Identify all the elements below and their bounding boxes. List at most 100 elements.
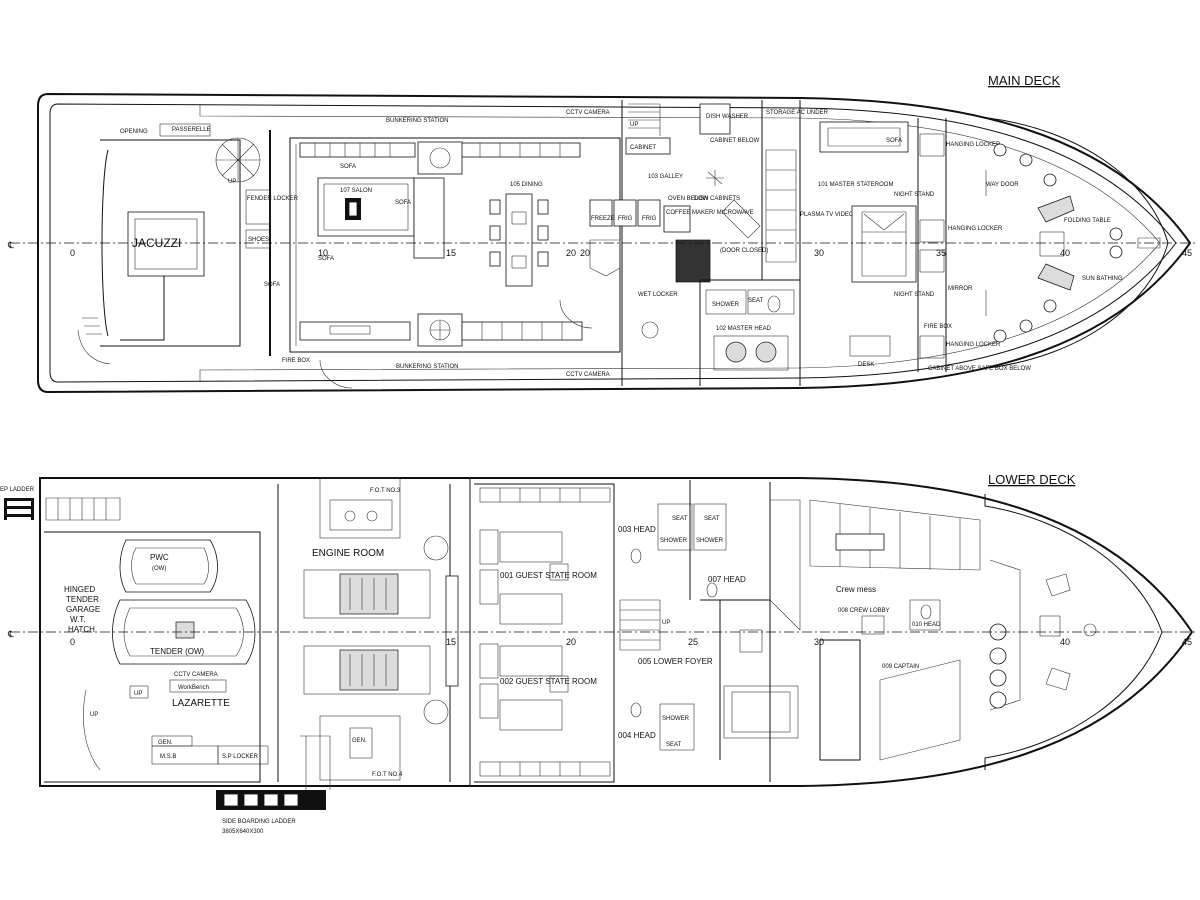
svg-text:HATCH: HATCH <box>68 625 95 634</box>
svg-text:20: 20 <box>566 248 576 258</box>
svg-text:SOFA: SOFA <box>395 200 411 206</box>
svg-text:CABINET BELOW: CABINET BELOW <box>710 138 760 144</box>
svg-text:FENDER LOCKER: FENDER LOCKER <box>247 196 299 202</box>
svg-text:CABINET ABOVE SAFE BOX BELOW: CABINET ABOVE SAFE BOX BELOW <box>928 366 1031 372</box>
svg-text:GEN.: GEN. <box>158 740 173 746</box>
svg-text:UP: UP <box>90 712 98 718</box>
svg-text:DISH WASHER: DISH WASHER <box>706 114 749 120</box>
svg-text:SOFA: SOFA <box>318 256 334 262</box>
svg-text:40: 40 <box>1060 248 1070 258</box>
svg-text:EP LADDER: EP LADDER <box>0 487 35 493</box>
lower-deck-title: LOWER DECK <box>988 472 1076 487</box>
svg-text:107 SALON: 107 SALON <box>340 188 372 194</box>
lower-deck: LOWER DECK EP LADDER PWC (OW) HINGED TEN… <box>0 472 1196 835</box>
svg-text:PASSERELLE: PASSERELLE <box>172 127 211 133</box>
svg-text:COFFEE MAKER/ MICROWAVE: COFFEE MAKER/ MICROWAVE <box>666 210 754 216</box>
svg-text:25: 25 <box>688 637 698 647</box>
svg-text:F.O.T NO.4: F.O.T NO.4 <box>372 772 403 778</box>
svg-text:WorkBench: WorkBench <box>178 685 209 691</box>
svg-text:007 HEAD: 007 HEAD <box>708 575 746 584</box>
svg-text:SHOWER: SHOWER <box>696 538 724 544</box>
svg-text:WAY DOOR: WAY DOOR <box>986 182 1019 188</box>
svg-text:0: 0 <box>70 637 75 647</box>
svg-text:DISH CABINETS: DISH CABINETS <box>694 196 740 202</box>
svg-text:SHOWER: SHOWER <box>662 716 690 722</box>
svg-text:CCTV CAMERA: CCTV CAMERA <box>566 372 610 378</box>
svg-text:35: 35 <box>936 248 946 258</box>
svg-text:FOLDING TABLE: FOLDING TABLE <box>1064 218 1111 224</box>
svg-text:UP: UP <box>662 620 670 626</box>
svg-text:UP: UP <box>134 691 142 697</box>
svg-text:SEAT: SEAT <box>748 298 764 304</box>
svg-text:102 MASTER HEAD: 102 MASTER HEAD <box>716 326 772 332</box>
svg-text:001 GUEST STATE ROOM: 001 GUEST STATE ROOM <box>500 571 597 580</box>
main-hull-outline <box>37 92 1192 394</box>
svg-text:FIRE BOX: FIRE BOX <box>924 324 952 330</box>
svg-text:SOFA: SOFA <box>264 282 280 288</box>
svg-text:F.O.T NO.3: F.O.T NO.3 <box>370 488 401 494</box>
svg-text:SOFA: SOFA <box>886 138 902 144</box>
svg-text:3805X640X300: 3805X640X300 <box>222 829 264 835</box>
svg-text:CCTV CAMERA: CCTV CAMERA <box>566 110 610 116</box>
main-hull-inner <box>49 103 1177 383</box>
svg-text:℄: ℄ <box>7 629 14 639</box>
svg-text:℄: ℄ <box>7 240 14 250</box>
svg-text:HINGED: HINGED <box>64 585 95 594</box>
svg-text:009 CAPTAIN: 009 CAPTAIN <box>882 664 919 670</box>
svg-text:105 DINING: 105 DINING <box>510 182 543 188</box>
svg-text:SUN BATHING: SUN BATHING <box>1082 276 1123 282</box>
main-deck: MAIN DECK JACUZZI OPENING PASSERELLE UP … <box>7 73 1196 394</box>
svg-text:TENDER: TENDER <box>66 595 99 604</box>
svg-text:(OW): (OW) <box>152 566 166 572</box>
svg-text:NIGHT STAND: NIGHT STAND <box>894 192 935 198</box>
svg-text:HANGING LOCKER: HANGING LOCKER <box>948 226 1003 232</box>
svg-text:NIGHT STAND: NIGHT STAND <box>894 292 935 298</box>
svg-text:20: 20 <box>566 637 576 647</box>
svg-text:30: 30 <box>814 637 824 647</box>
svg-text:Crew mess: Crew mess <box>836 585 876 594</box>
svg-text:HANGING LOCKER: HANGING LOCKER <box>946 142 1001 148</box>
svg-text:OVEN BELOW: OVEN BELOW <box>668 196 709 202</box>
svg-text:0: 0 <box>70 248 75 258</box>
svg-text:010 HEAD: 010 HEAD <box>912 622 941 628</box>
svg-text:M.S.B: M.S.B <box>160 754 176 760</box>
svg-text:UP: UP <box>630 122 638 128</box>
svg-text:15: 15 <box>446 637 456 647</box>
svg-text:SHOWER: SHOWER <box>712 302 740 308</box>
svg-text:103 GALLEY: 103 GALLEY <box>648 174 683 180</box>
lower-hull-outline <box>39 477 1194 787</box>
svg-text:OPENING: OPENING <box>120 129 148 135</box>
svg-text:008 CREW LOBBY: 008 CREW LOBBY <box>838 608 890 614</box>
svg-text:HANGING LOCKER: HANGING LOCKER <box>946 342 1001 348</box>
svg-text:15: 15 <box>446 248 456 258</box>
svg-text:GARAGE: GARAGE <box>66 605 100 614</box>
svg-text:SIDE BOARDING LADDER: SIDE BOARDING LADDER <box>222 819 296 825</box>
svg-text:SHOWER: SHOWER <box>660 538 688 544</box>
svg-text:W.T.: W.T. <box>70 615 86 624</box>
svg-text:(DOOR CLOSED): (DOOR CLOSED) <box>720 248 768 254</box>
svg-text:CABINET: CABINET <box>630 145 656 151</box>
svg-text:TENDER (OW): TENDER (OW) <box>150 647 205 656</box>
svg-text:FRIG: FRIG <box>618 216 633 222</box>
svg-text:ENGINE ROOM: ENGINE ROOM <box>312 548 384 559</box>
svg-text:S.P LOCKER: S.P LOCKER <box>222 754 259 760</box>
svg-text:20: 20 <box>580 248 590 258</box>
svg-text:STORAGE AC UNDER: STORAGE AC UNDER <box>766 110 829 116</box>
svg-text:SOFA: SOFA <box>340 164 356 170</box>
svg-text:FRIG: FRIG <box>642 216 657 222</box>
svg-text:005 LOWER FOYER: 005 LOWER FOYER <box>638 657 713 666</box>
svg-text:BUNKERING STATION: BUNKERING STATION <box>386 118 448 124</box>
svg-text:SEAT: SEAT <box>672 516 688 522</box>
jacuzzi-outline <box>127 211 205 277</box>
main-deck-title: MAIN DECK <box>988 73 1061 88</box>
svg-text:FREEZE: FREEZE <box>591 216 615 222</box>
svg-text:45: 45 <box>1182 248 1192 258</box>
svg-text:PLASMA TV VIDEO SET: PLASMA TV VIDEO SET <box>800 212 867 218</box>
svg-text:PWC: PWC <box>150 553 169 562</box>
svg-text:SEAT: SEAT <box>666 742 682 748</box>
svg-text:002 GUEST STATE ROOM: 002 GUEST STATE ROOM <box>500 677 597 686</box>
svg-text:004 HEAD: 004 HEAD <box>618 731 656 740</box>
svg-text:FIRE BOX: FIRE BOX <box>282 358 310 364</box>
svg-text:101 MASTER STATEROOM: 101 MASTER STATEROOM <box>818 182 893 188</box>
